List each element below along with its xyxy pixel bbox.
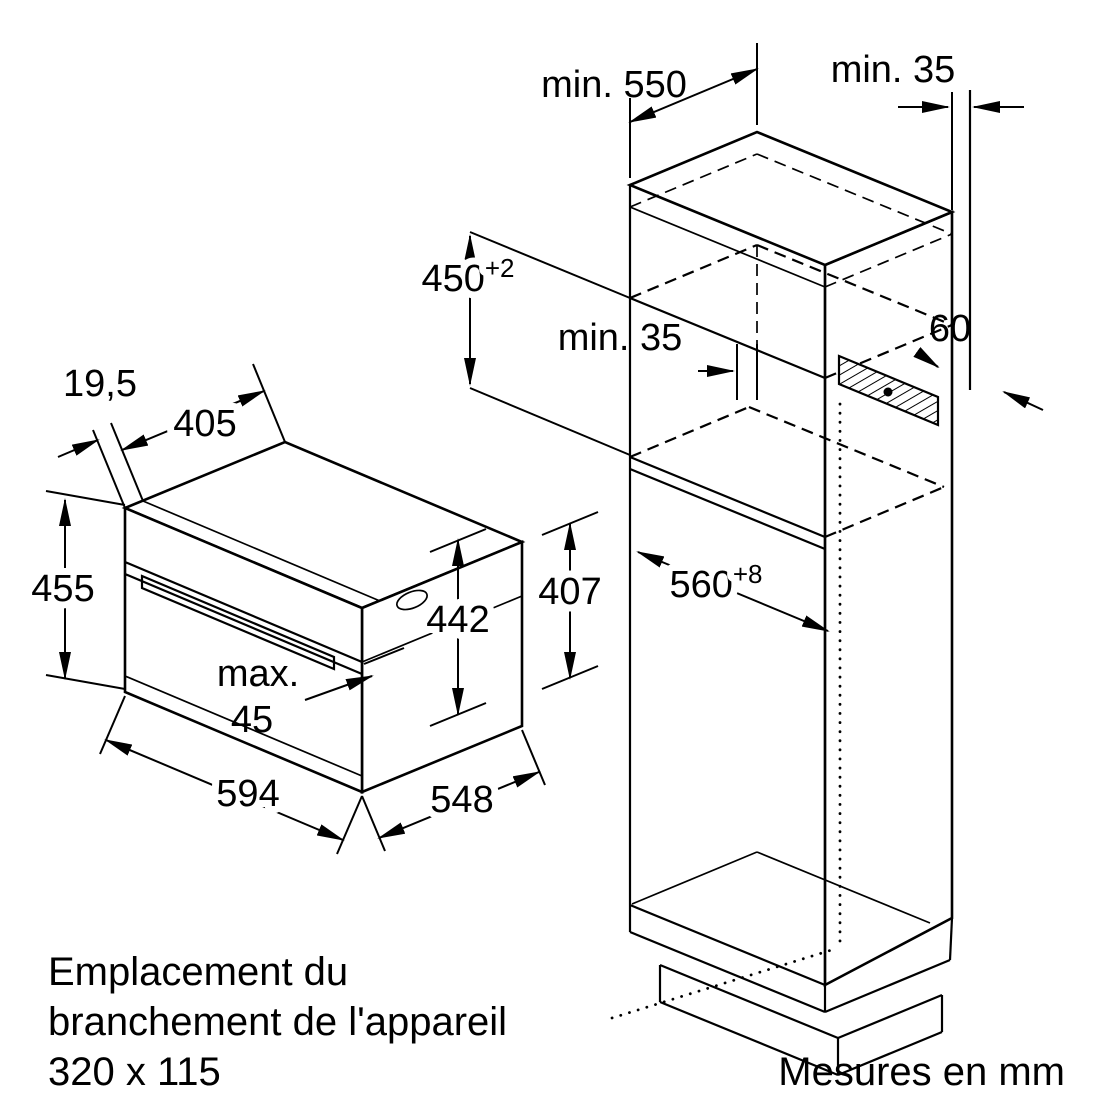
units-note: Mesures en mm (778, 1050, 1065, 1094)
dim-appliance-front-height: 455 (24, 490, 126, 690)
connection-note-line1: Emplacement du (48, 950, 348, 994)
connection-note-line2: branchement de l'appareil (48, 1000, 507, 1044)
niche-shelf-top-edge (629, 455, 826, 539)
dim-appliance-inner-height: 442 (419, 528, 497, 727)
oven-side-vent (396, 589, 428, 611)
dim-label-niche-width: 560+8 (669, 559, 762, 606)
dim-appliance-depth: 548 (361, 729, 546, 852)
niche-ceiling-front-edge (629, 296, 826, 380)
dim-label-overhang: 19,5 (63, 363, 137, 405)
dim-appliance-door-max: max. 45 (217, 647, 405, 741)
dim-niche-depth-min: min. 550 (541, 43, 759, 178)
dim-label-top-depth: 405 (173, 403, 236, 445)
dim-appliance-top-depth: 405 (120, 363, 286, 452)
dim-label-rear-gap-min: min. 35 (558, 317, 683, 359)
dim-rear-gap-min: min. 35 (558, 317, 758, 400)
dim-appliance-overhang: 19,5 (57, 363, 144, 509)
vent-center-dot (883, 387, 893, 397)
dim-label-body-height: 407 (538, 571, 601, 613)
oven-door-handle (140, 574, 336, 671)
dim-label-vent-width: 60 (929, 308, 971, 350)
oven-fascia-top-edge (142, 500, 381, 602)
dim-niche-width: 560+8 (636, 551, 830, 632)
dim-label-top-gap-min: min. 35 (831, 49, 956, 91)
cabinet-floor-left-edge (631, 851, 758, 905)
dim-label-door-max-value: 45 (231, 699, 273, 741)
cabinet-bottom-front-edge (629, 903, 826, 987)
connection-note-line3: 320 x 115 (48, 1050, 221, 1094)
oven-front-face (123, 506, 364, 794)
oven-fascia-bottom-edge (124, 560, 363, 664)
dim-niche-height: 450+2 (414, 231, 631, 456)
connection-location-leader (610, 402, 842, 1020)
dim-label-niche-height: 450+2 (421, 253, 514, 300)
dim-label-width: 594 (216, 773, 279, 815)
dim-appliance-width: 594 (99, 695, 363, 855)
niche-shelf-bottom-edge (629, 467, 826, 551)
cabinet-inner-top-edge (629, 206, 826, 288)
cabinet-floor-back-edge (756, 851, 931, 924)
dim-label-depth: 548 (430, 779, 493, 821)
dim-top-gap-min: min. 35 (831, 49, 1024, 210)
cabinet-top-face (626, 130, 956, 267)
dim-appliance-body-height: 407 (531, 511, 609, 690)
appliance-drawing (121, 440, 526, 794)
cabinet-base (628, 905, 954, 1077)
cabinet-drawing (626, 90, 972, 1077)
dim-label-inner-height: 442 (426, 599, 489, 641)
oven-door-top-edge (124, 572, 363, 676)
dim-vent-width: 60 (913, 308, 1044, 411)
dim-label-front-height: 455 (31, 568, 94, 610)
dim-label-niche-depth-min: min. 550 (541, 64, 687, 106)
dim-label-door-max-word: max. (217, 653, 299, 695)
oven-fascia-side-edge (361, 595, 523, 663)
